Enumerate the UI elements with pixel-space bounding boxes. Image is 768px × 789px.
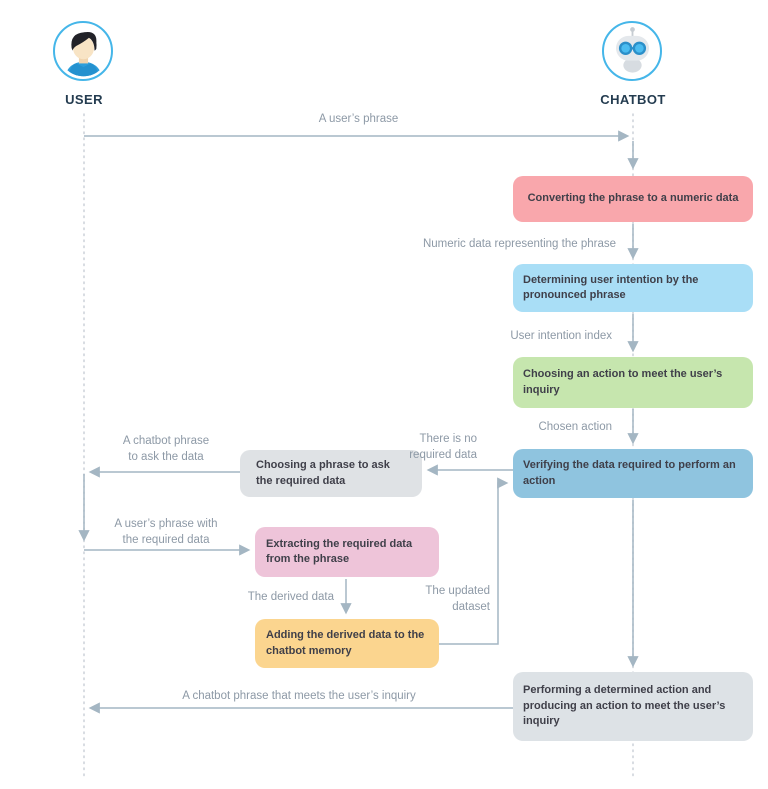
robot-icon <box>615 26 649 73</box>
flow-box-perform-action: Performing a determined action and produ… <box>513 672 753 741</box>
flow-box-choose-action: Choosing an action to meet the user’s in… <box>513 357 753 408</box>
flow-box-add-to-memory: Adding the derived data to the chatbot m… <box>255 619 439 668</box>
edge-label-chosen-action: Chosen action <box>538 421 612 433</box>
edge-label-meets-inquiry: A chatbot phrase that meets the user’s i… <box>182 690 416 702</box>
flow-box-ask-phrase: Choosing a phrase to ask the required da… <box>240 450 422 497</box>
chatbot-label: CHATBOT <box>600 92 666 107</box>
user-label: USER <box>65 92 103 107</box>
edge-label-phrase-with-data: A user’s phrase with the required data <box>114 518 218 546</box>
flow-arrows <box>78 130 639 714</box>
edge-label-no-required-data: There is no required data <box>409 433 477 461</box>
edge-label-updated-dataset: The updated dataset <box>425 585 490 613</box>
edge-label-derived-data: The derived data <box>247 591 334 603</box>
flow-box-extract-data: Extracting the required data from the ph… <box>255 527 439 577</box>
flow-box-determine-intention: Determining user intention by the pronou… <box>513 264 753 312</box>
flow-box-convert-phrase: Converting the phrase to a numeric data <box>513 176 753 222</box>
edge-label-ask-data: A chatbot phrase to ask the data <box>122 435 210 463</box>
person-icon <box>63 31 103 76</box>
chatbot-avatar <box>602 21 662 81</box>
user-avatar <box>53 21 113 81</box>
arrow-updated-dataset <box>439 477 509 645</box>
edge-label-user-phrase: A user’s phrase <box>318 113 399 125</box>
edge-label-numeric-data: Numeric data representing the phrase <box>422 238 616 250</box>
flow-box-verify-data: Verifying the data required to perform a… <box>513 449 753 498</box>
edge-label-intention-index: User intention index <box>510 330 612 342</box>
